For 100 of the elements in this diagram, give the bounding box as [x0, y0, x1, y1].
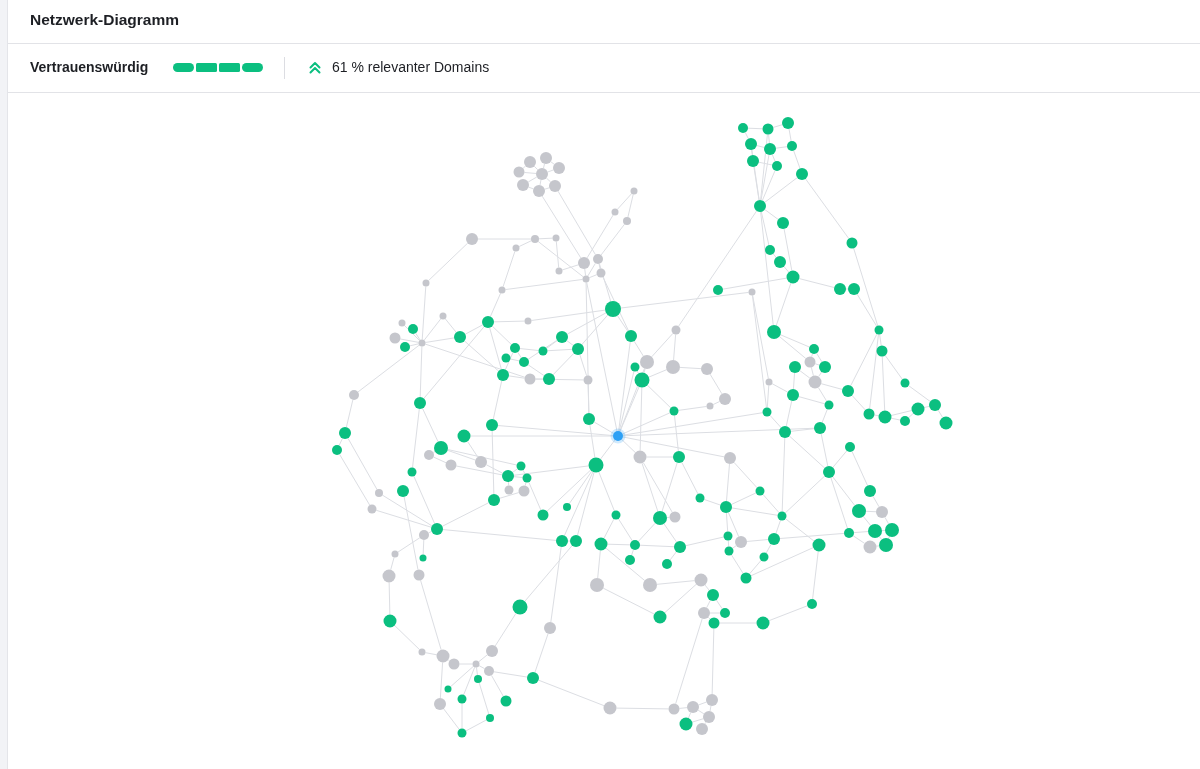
connector-line: [537, 240, 584, 278]
network-node: [764, 143, 776, 155]
connector-line: [607, 543, 631, 546]
network-node: [484, 666, 494, 676]
network-node: [819, 361, 831, 373]
connector-line: [524, 481, 527, 487]
connector-line: [678, 210, 758, 327]
network-node: [754, 200, 766, 212]
network-node: [414, 397, 426, 409]
connector-line: [403, 496, 419, 571]
network-node: [407, 467, 417, 477]
network-node: [424, 450, 434, 460]
connector-line: [873, 414, 880, 417]
network-node: [500, 695, 512, 707]
network-node: [679, 717, 693, 731]
connector-line: [664, 583, 697, 614]
connector-line: [524, 545, 573, 602]
connector-line: [584, 268, 587, 277]
connector-line: [656, 580, 696, 585]
connector-line: [732, 545, 737, 549]
connector-line: [616, 193, 633, 210]
network-node: [544, 622, 556, 634]
network-node: [674, 541, 686, 553]
network-node: [625, 555, 635, 565]
connector-line: [464, 340, 499, 372]
connector-line: [620, 291, 750, 309]
connector-line: [712, 401, 721, 405]
network-node: [738, 123, 748, 133]
connector-line: [618, 341, 631, 432]
connector-line: [600, 223, 626, 256]
network-node: [486, 714, 494, 722]
connector-line: [810, 366, 814, 377]
connector-line: [394, 625, 420, 651]
network-node: [556, 535, 568, 547]
connector-line: [563, 471, 594, 536]
connector-line: [424, 652, 438, 656]
connector-line: [419, 346, 423, 398]
network-node: [765, 378, 773, 386]
network-node: [673, 451, 685, 463]
network-node: [583, 413, 595, 425]
network-node: [472, 660, 480, 668]
connector-line: [622, 412, 764, 436]
connector-line: [421, 286, 427, 340]
connector-line: [492, 380, 503, 420]
connector-line: [784, 475, 826, 514]
connector-line: [768, 605, 808, 622]
network-node: [842, 385, 854, 397]
network-node: [939, 416, 953, 430]
section-title: Netzwerk-Diagramm: [30, 10, 180, 29]
connector-line: [455, 465, 503, 476]
network-node: [400, 342, 410, 352]
network-node: [863, 540, 877, 554]
connector-line: [539, 179, 542, 186]
connector-line: [478, 654, 488, 663]
connector-line: [760, 133, 768, 201]
network-node: [796, 168, 808, 180]
connector-line: [775, 282, 792, 326]
network-node: [900, 378, 910, 388]
network-node: [572, 343, 584, 355]
connector-line: [579, 354, 588, 377]
connector-line: [616, 315, 629, 332]
connector-line: [744, 131, 749, 140]
network-node: [633, 450, 647, 464]
network-node: [846, 237, 858, 249]
network-node: [666, 360, 680, 374]
network-node: [537, 509, 549, 521]
network-node: [540, 152, 552, 164]
connector-line: [530, 309, 606, 321]
network-node: [594, 537, 608, 551]
network-node: [669, 406, 679, 416]
network-node: [383, 614, 397, 628]
network-node: [339, 427, 351, 439]
rating-label: Vertrauenswürdig: [30, 59, 149, 76]
connector-line: [550, 161, 555, 165]
network-node: [868, 524, 882, 538]
connector-line: [756, 145, 765, 148]
connector-line: [413, 475, 436, 524]
network-node: [582, 275, 590, 283]
connector-line: [703, 498, 721, 506]
connector-line: [798, 396, 826, 405]
connector-line: [709, 705, 712, 712]
connector-line: [751, 149, 753, 156]
network-node: [457, 429, 471, 443]
connector-line: [751, 294, 767, 409]
network-node: [720, 501, 732, 513]
connector-line: [494, 612, 517, 647]
connector-line: [697, 709, 705, 715]
network-node: [630, 187, 638, 195]
connector-line: [751, 149, 760, 201]
network-node: [669, 511, 681, 523]
connector-line: [489, 327, 502, 370]
connector-line: [884, 516, 890, 525]
connector-line: [598, 263, 612, 302]
connector-line: [760, 211, 770, 246]
connector-line: [598, 471, 615, 512]
metric-text: 61 % relevanter Domains: [332, 59, 490, 76]
connector-line: [666, 516, 670, 519]
network-node: [418, 648, 426, 656]
connector-line: [811, 353, 814, 358]
connector-line: [388, 582, 391, 615]
